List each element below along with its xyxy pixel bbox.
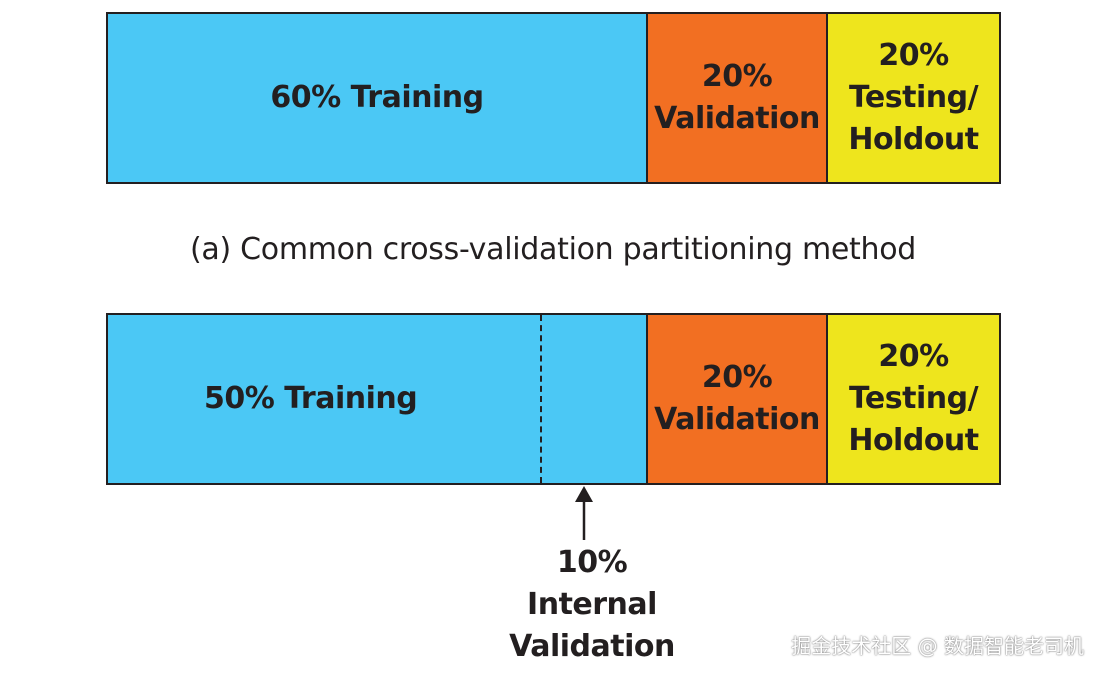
training-label-b: 50% Training bbox=[204, 381, 418, 416]
validation-label-b: 20% Validation bbox=[654, 360, 820, 437]
testing-label-b: 20% Testing/ Holdout bbox=[848, 339, 979, 458]
internal-validation-label: 10% Internal Validation bbox=[509, 545, 675, 664]
training-segment: 60% Training bbox=[108, 14, 646, 182]
training-segment-b: 50% Training bbox=[108, 315, 646, 483]
validation-label: 20% Validation bbox=[654, 59, 820, 136]
partition-bar-common: 60% Training 20% Validation 20% Testing/… bbox=[106, 12, 1001, 184]
testing-segment: 20% Testing/ Holdout bbox=[826, 14, 999, 182]
watermark: 掘金技术社区 @ 数据智能老司机 bbox=[791, 634, 1084, 658]
partition-bar-internal: 50% Training 20% Validation 20% Testing/… bbox=[106, 313, 1001, 485]
validation-segment-b: 20% Validation bbox=[646, 315, 826, 483]
caption-a: (a) Common cross-validation partitioning… bbox=[189, 232, 917, 267]
training-label: 60% Training bbox=[270, 80, 484, 115]
internal-validation-divider bbox=[540, 315, 542, 483]
validation-segment: 20% Validation bbox=[646, 14, 826, 182]
up-arrow-icon bbox=[575, 486, 593, 540]
testing-segment-b: 20% Testing/ Holdout bbox=[826, 315, 999, 483]
testing-label: 20% Testing/ Holdout bbox=[848, 38, 979, 157]
